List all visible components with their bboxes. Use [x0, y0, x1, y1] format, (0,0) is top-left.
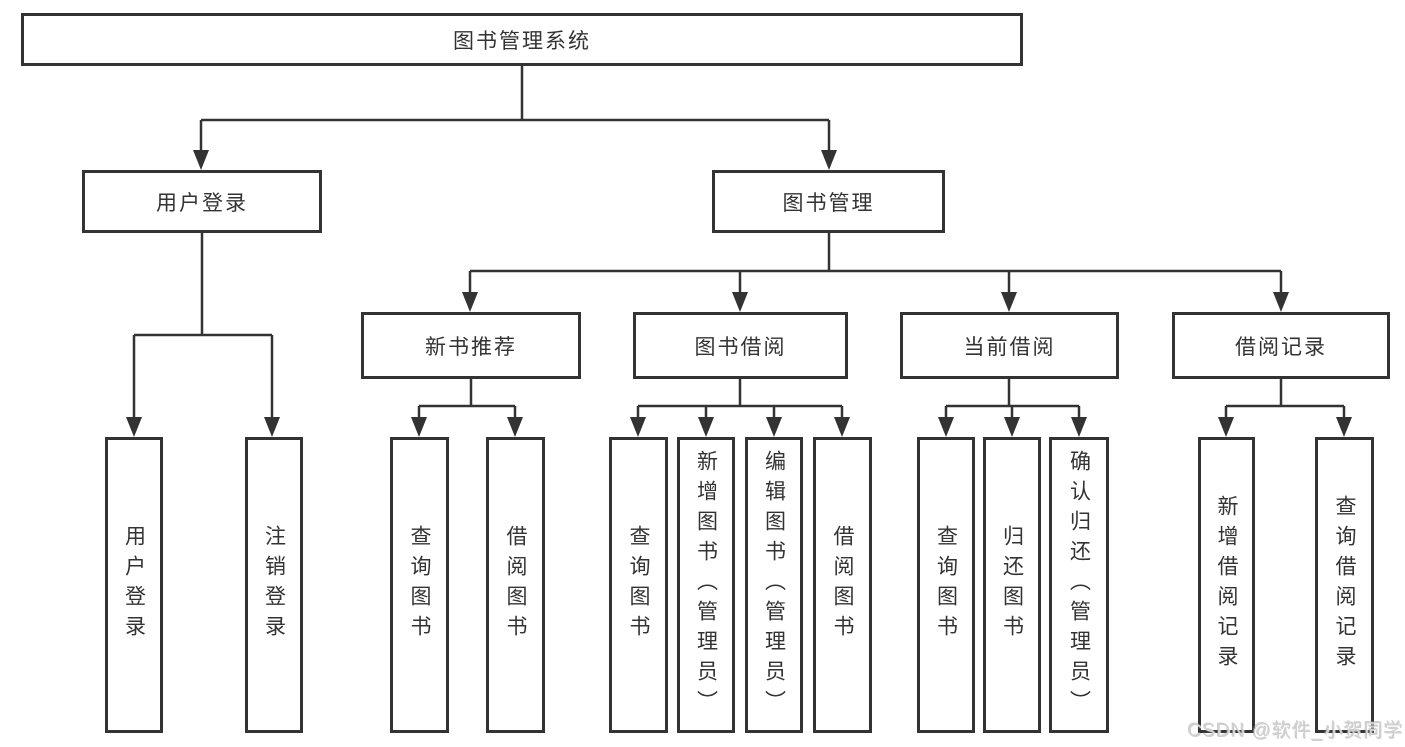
- leaf-query-book-3: 查询图书: [917, 437, 975, 733]
- leaf-add-borrow-record-label: 新增借阅记录: [1215, 495, 1238, 675]
- node-borrow-record: 借阅记录: [1172, 312, 1390, 379]
- leaf-logout: 注销登录: [245, 437, 303, 733]
- node-current-borrow-label: 当前借阅: [963, 335, 1056, 359]
- leaf-query-book-1: 查询图书: [390, 437, 449, 733]
- leaf-borrow-book-2-label: 借阅图书: [831, 525, 854, 645]
- leaf-confirm-return-admin: 确认归还（管理员）: [1049, 437, 1109, 733]
- leaf-borrow-book-2: 借阅图书: [813, 437, 872, 733]
- leaf-edit-book-admin: 编辑图书（管理员）: [745, 437, 803, 733]
- leaf-query-book-1-label: 查询图书: [408, 525, 431, 645]
- leaf-confirm-return-admin-label: 确认归还（管理员）: [1067, 450, 1091, 720]
- leaf-edit-book-admin-label: 编辑图书（管理员）: [762, 450, 786, 720]
- connector-book-mgmt-branch: [468, 231, 1283, 294]
- leaf-logout-label: 注销登录: [262, 525, 286, 645]
- node-book-management: 图书管理: [712, 170, 945, 233]
- connector-book-borrow-branch: [636, 377, 844, 419]
- node-root: 图书管理系统: [21, 13, 1023, 66]
- node-book-borrow: 图书借阅: [633, 312, 848, 379]
- leaf-query-book-3-label: 查询图书: [934, 525, 958, 645]
- leaf-query-book-2-label: 查询图书: [627, 525, 650, 645]
- connector-borrow-record-branch: [1224, 377, 1346, 419]
- connector-current-borrow-branch: [944, 377, 1081, 419]
- node-book-management-label: 图书管理: [782, 191, 875, 215]
- leaf-add-book-admin-label: 新增图书（管理员）: [694, 450, 718, 720]
- connector-root-to-level2: [199, 66, 831, 152]
- node-new-book-recommend-label: 新书推荐: [425, 335, 517, 359]
- node-book-borrow-label: 图书借阅: [694, 335, 787, 359]
- node-new-book-recommend: 新书推荐: [361, 312, 581, 379]
- leaf-return-book: 归还图书: [983, 437, 1041, 733]
- leaf-query-borrow-record-label: 查询借阅记录: [1333, 495, 1356, 675]
- leaf-return-book-label: 归还图书: [1000, 525, 1024, 645]
- node-user-login: 用户登录: [82, 170, 322, 233]
- node-borrow-record-label: 借阅记录: [1235, 335, 1327, 359]
- connector-user-login-branch: [132, 231, 274, 419]
- leaf-user-login-label: 用户登录: [122, 525, 146, 645]
- leaf-borrow-book-1-label: 借阅图书: [504, 525, 527, 645]
- node-user-login-label: 用户登录: [156, 191, 248, 215]
- leaf-add-borrow-record: 新增借阅记录: [1198, 437, 1255, 733]
- leaf-user-login: 用户登录: [105, 437, 163, 733]
- leaf-add-book-admin: 新增图书（管理员）: [677, 437, 735, 733]
- connector-new-book-branch: [417, 377, 517, 419]
- leaf-borrow-book-1: 借阅图书: [486, 437, 545, 733]
- csdn-watermark: CSDN @软件_小贺同学: [1188, 721, 1404, 742]
- leaf-query-borrow-record: 查询借阅记录: [1315, 437, 1374, 733]
- node-current-borrow: 当前借阅: [900, 312, 1119, 379]
- leaf-query-book-2: 查询图书: [609, 437, 668, 733]
- node-root-label: 图书管理系统: [453, 29, 591, 53]
